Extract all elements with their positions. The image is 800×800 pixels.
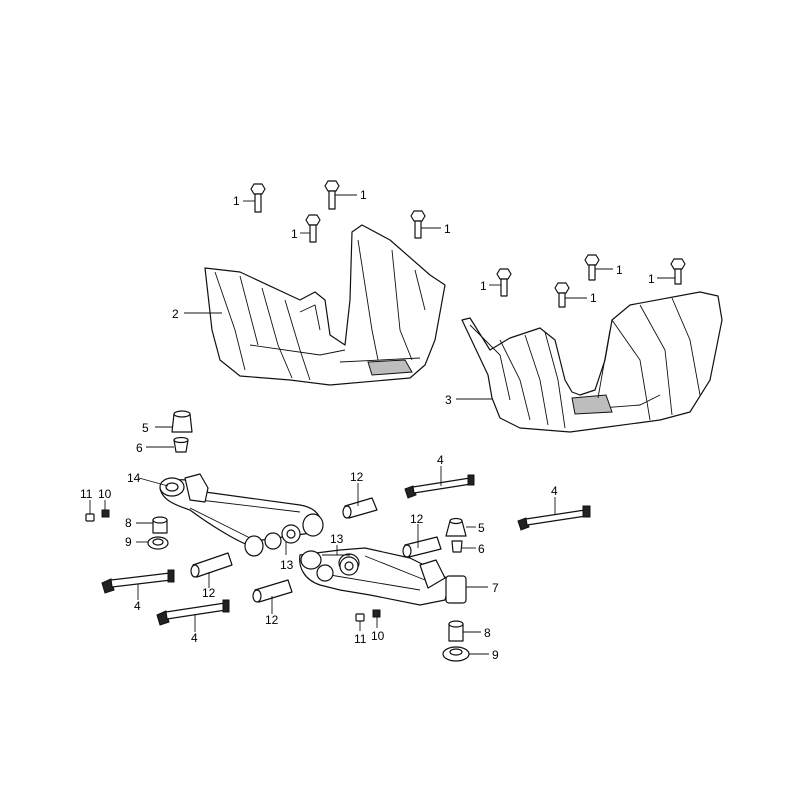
callout-12: 12 — [410, 512, 424, 526]
sleeve-12-c — [190, 552, 233, 578]
bolt — [584, 254, 600, 281]
upper-a-arm — [159, 473, 324, 557]
callout-14: 14 — [127, 471, 141, 485]
callout-1: 1 — [480, 279, 487, 293]
bolt — [670, 258, 686, 285]
bolt — [496, 268, 512, 297]
callout-6: 6 — [478, 542, 485, 556]
callout-1: 1 — [616, 263, 623, 277]
callout-4: 4 — [191, 631, 198, 645]
callout-9: 9 — [492, 648, 499, 662]
callout-13: 13 — [280, 558, 294, 572]
callout-8: 8 — [484, 626, 491, 640]
callout-1: 1 — [444, 222, 451, 236]
long-bolt-4-a — [404, 474, 475, 499]
callout-9: 9 — [125, 535, 132, 549]
sleeve-12-b — [402, 536, 442, 558]
callout-12: 12 — [265, 613, 279, 627]
callout-1: 1 — [590, 291, 597, 305]
sleeve-12-a — [342, 497, 378, 519]
bushing-13-upper — [264, 524, 301, 550]
callout-7: 7 — [492, 581, 499, 595]
callout-6: 6 — [136, 441, 143, 455]
cap-11-right — [355, 613, 365, 622]
long-bolt-4-b — [517, 505, 591, 531]
callout-11: 11 — [354, 632, 367, 646]
callout-1: 1 — [291, 227, 298, 241]
callout-12: 12 — [350, 470, 364, 484]
rubber-bushing-5-right — [445, 517, 467, 537]
callout-5: 5 — [478, 521, 485, 535]
bolt — [410, 210, 426, 239]
long-bolt-4-d — [156, 599, 230, 626]
callout-labels: 1 1 1 1 1 1 1 1 2 3 4 4 4 4 5 5 6 6 7 8 … — [80, 188, 655, 662]
bolt — [250, 183, 266, 213]
cap-8-right — [448, 620, 464, 642]
bolt — [554, 282, 570, 308]
callout-8: 8 — [125, 516, 132, 530]
bolt — [324, 180, 340, 210]
seal-9-right — [442, 646, 470, 662]
callout-2: 2 — [172, 307, 179, 321]
callout-4: 4 — [134, 599, 141, 613]
flange-bolts — [250, 180, 686, 308]
callout-3: 3 — [445, 393, 452, 407]
bushing-13-lower — [316, 556, 359, 582]
callout-4: 4 — [551, 484, 558, 498]
long-bolt-4-c — [101, 569, 175, 594]
leader-lines — [89, 194, 675, 655]
sleeve-12-d — [252, 579, 293, 603]
grease-fitting-10-right — [372, 609, 381, 618]
callout-10: 10 — [98, 487, 112, 501]
callout-4: 4 — [437, 453, 444, 467]
collar-6-left — [173, 436, 189, 453]
grease-fitting-10-left — [101, 509, 110, 518]
callout-11: 11 — [80, 487, 93, 501]
callout-5: 5 — [142, 421, 149, 435]
callout-10: 10 — [371, 629, 385, 643]
callout-1: 1 — [360, 188, 367, 202]
cap-8-left — [152, 516, 168, 534]
callout-1: 1 — [233, 194, 240, 208]
left-footrest-part — [204, 224, 446, 386]
cap-11-left — [85, 513, 95, 522]
right-footrest-part — [461, 291, 723, 433]
callout-1: 1 — [648, 272, 655, 286]
callout-12: 12 — [202, 586, 216, 600]
bolt — [305, 214, 321, 243]
rubber-bushing-5-left — [171, 410, 193, 433]
callout-13: 13 — [330, 532, 344, 546]
collar-6-right — [451, 540, 463, 553]
seal-9-left — [147, 536, 169, 550]
